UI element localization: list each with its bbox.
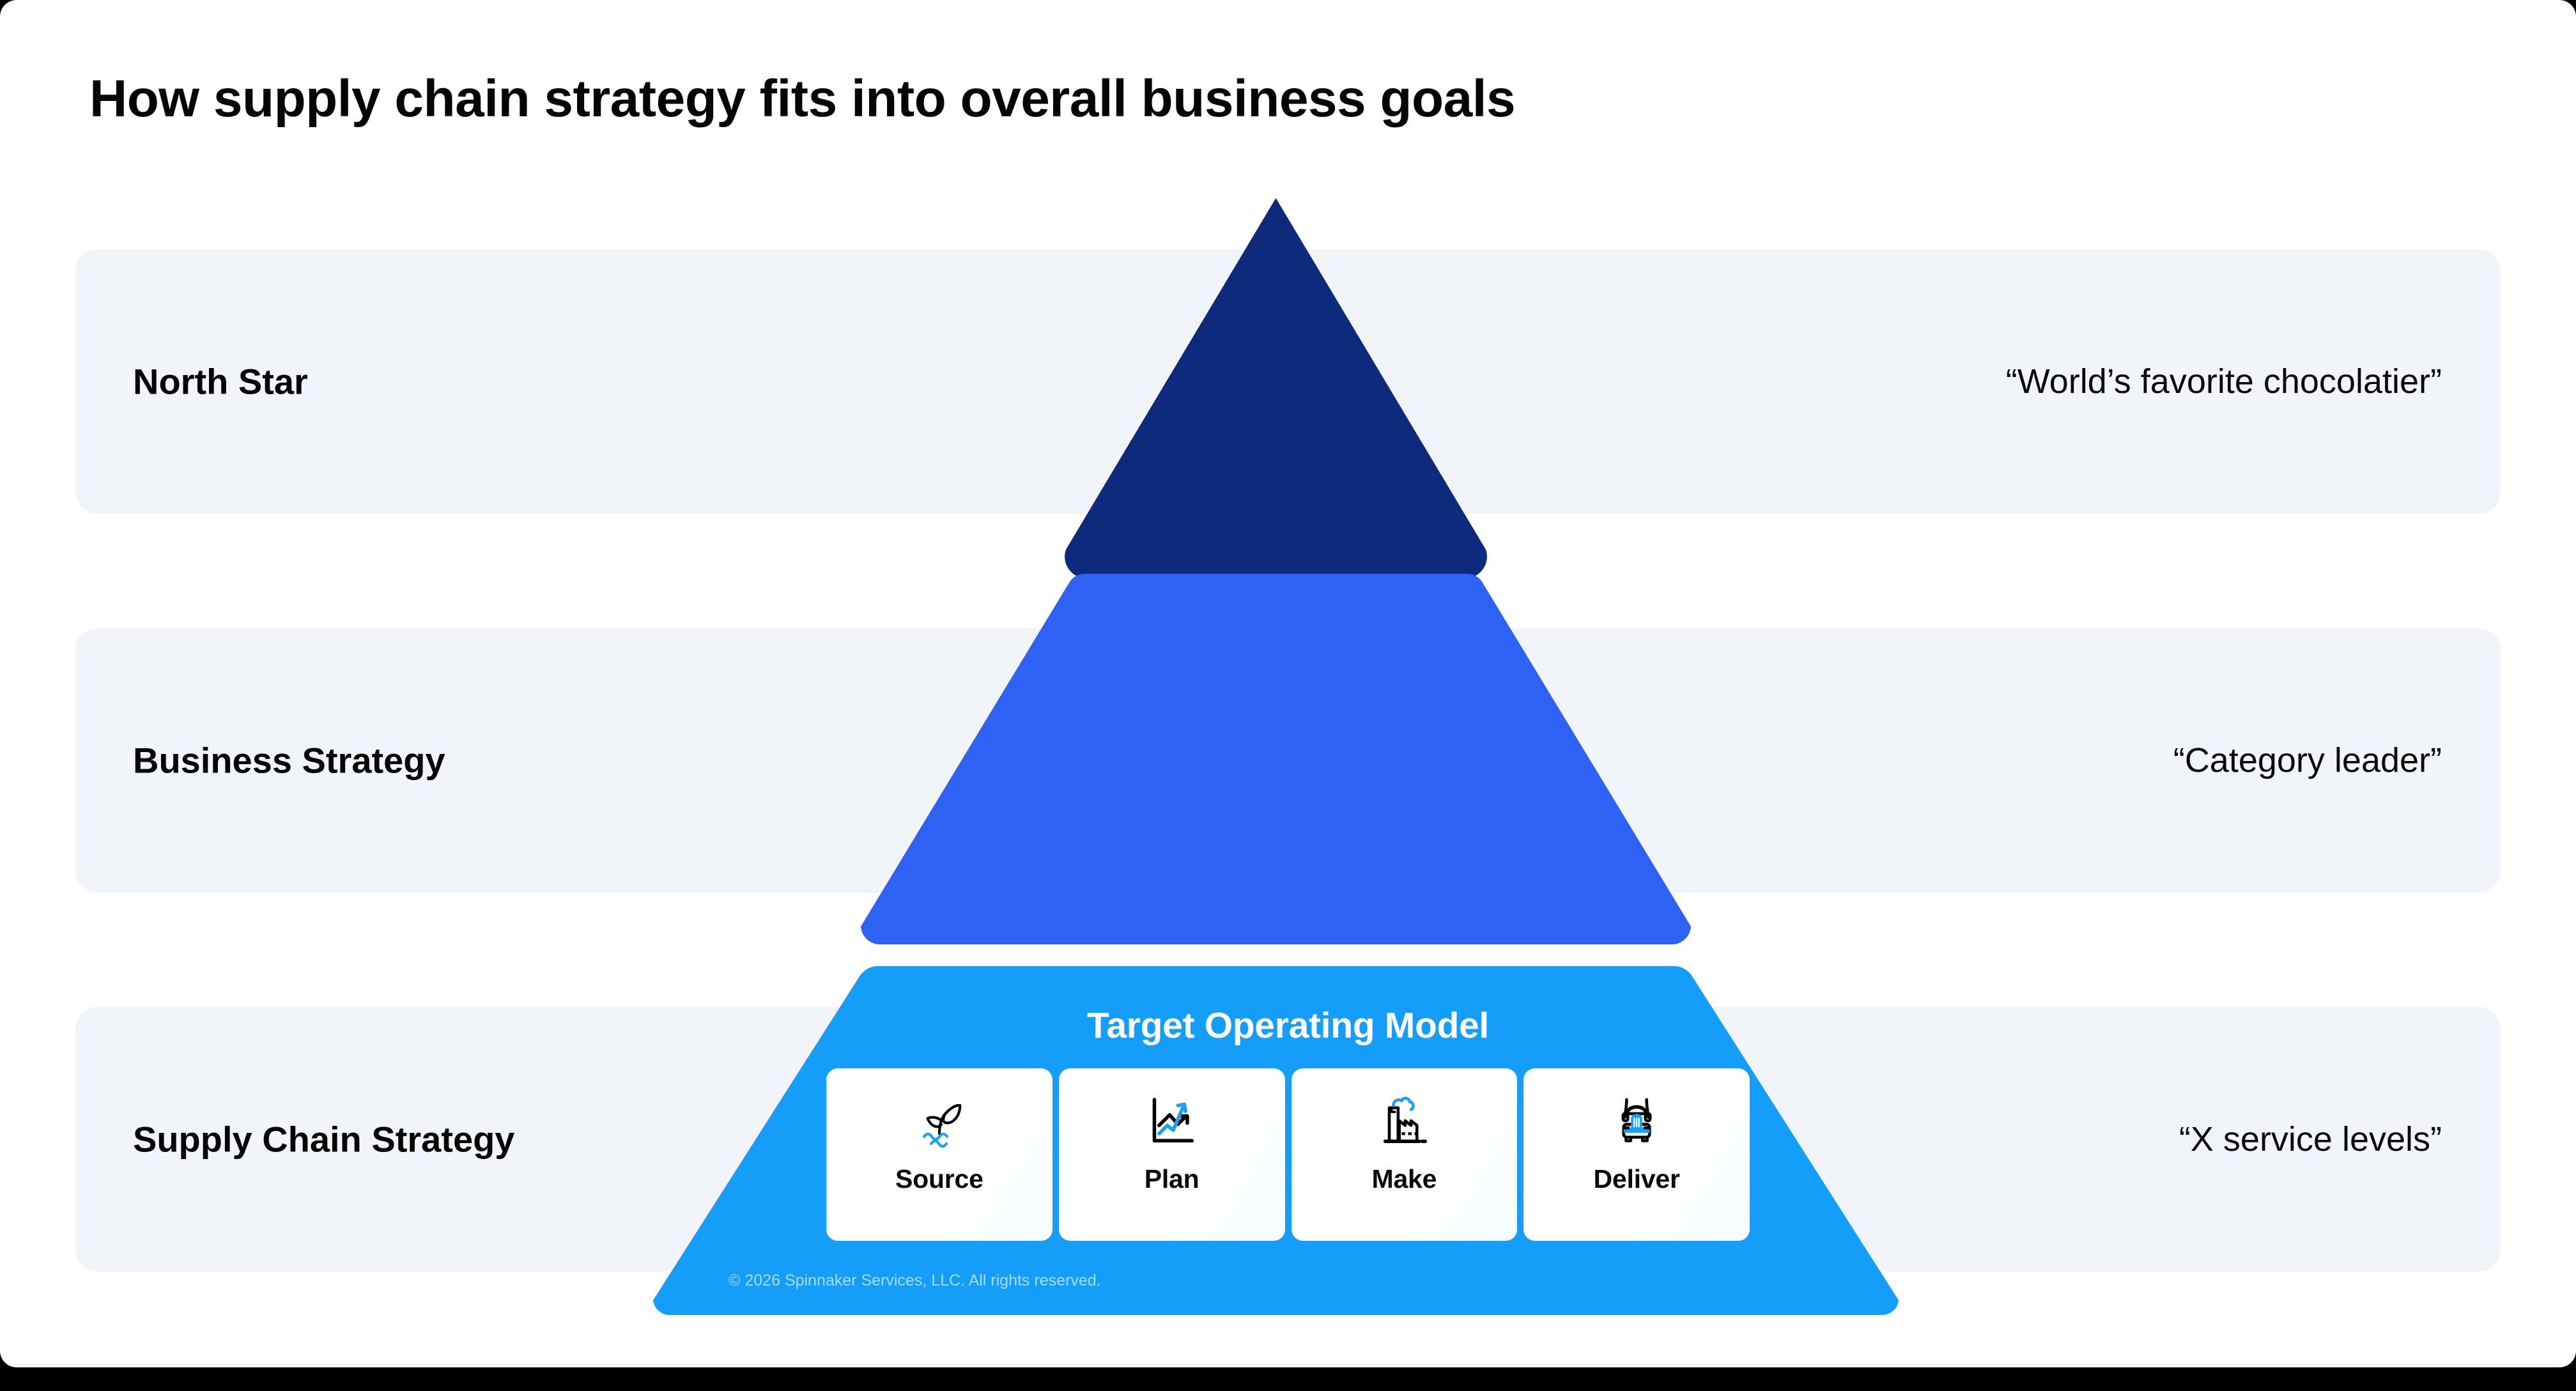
row-quote-supply-chain-strategy: “X service levels” <box>2179 1120 2442 1158</box>
row-quote-business-strategy: “Category leader” <box>2173 741 2442 780</box>
target-operating-model-title: Target Operating Model <box>1087 1005 1489 1046</box>
factory-icon <box>1375 1091 1433 1150</box>
operating-model-card-label: Make <box>1371 1164 1437 1194</box>
row-label-supply-chain-strategy: Supply Chain Strategy <box>133 1119 515 1160</box>
operating-model-card-make[interactable]: Make <box>1291 1068 1518 1241</box>
copyright-notice: © 2026 Spinnaker Services, LLC. All righ… <box>729 1272 1101 1289</box>
truck-icon <box>1607 1091 1666 1150</box>
operating-model-card-label: Source <box>895 1164 983 1194</box>
operating-model-card-deliver[interactable]: Deliver <box>1523 1068 1750 1241</box>
operating-model-card-label: Deliver <box>1593 1164 1680 1194</box>
operating-model-card-plan[interactable]: Plan <box>1058 1068 1285 1241</box>
sprout-icon <box>910 1091 969 1150</box>
row-quote-north-star: “World’s favorite chocolatier” <box>2005 362 2442 401</box>
row-label-business-strategy: Business Strategy <box>133 740 445 781</box>
operating-model-card-source[interactable]: Source <box>826 1068 1053 1241</box>
row-label-north-star: North Star <box>133 361 308 402</box>
operating-model-card-list: Source Plan <box>826 1068 1750 1241</box>
growth-chart-icon <box>1143 1091 1201 1150</box>
page-title: How supply chain strategy fits into over… <box>89 70 1516 128</box>
operating-model-card-label: Plan <box>1144 1164 1199 1194</box>
